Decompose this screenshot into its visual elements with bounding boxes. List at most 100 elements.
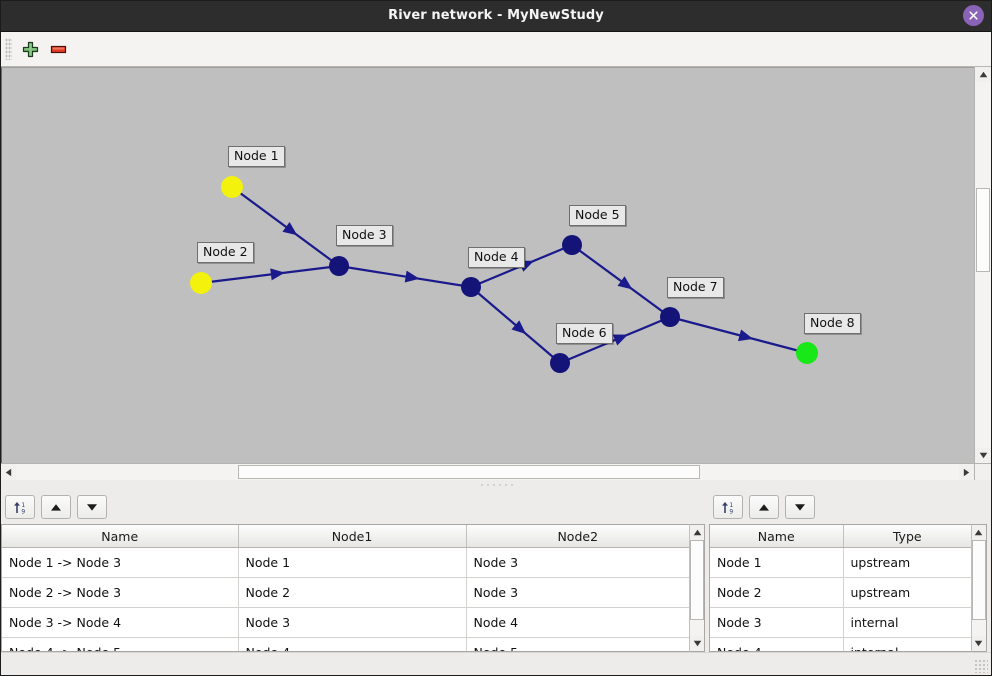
cell-name[interactable]: Node 4 [710,637,844,651]
node-label-node1[interactable]: Node 1 [228,146,285,167]
scroll-thumb[interactable] [971,540,986,620]
node-panel-toolbar: 1 9 [709,490,991,524]
svg-text:1: 1 [21,502,25,509]
scroll-thumb[interactable] [690,540,704,620]
graph-horizontal-scrollbar[interactable] [1,464,974,480]
node-move-down-button[interactable] [785,495,815,519]
cell-name[interactable]: Node 1 -> Node 3 [2,547,239,578]
graph-node-node5[interactable] [562,235,582,255]
node-label-node5[interactable]: Node 5 [569,205,626,226]
graph-node-node3[interactable] [329,256,349,276]
edge-Node3-Node4[interactable] [338,264,472,289]
branch-grid-scrollbar[interactable] [689,524,705,652]
remove-node-button[interactable] [44,36,72,63]
edge-Node1-Node3[interactable] [231,186,340,267]
cell-node2[interactable]: Node 3 [466,547,689,578]
cell-node2[interactable]: Node 4 [466,607,689,638]
scroll-track[interactable] [975,82,991,448]
column-header-name[interactable]: Name [710,525,844,548]
cell-name[interactable]: Node 4 -> Node 5 [2,637,239,651]
graph-vertical-scrollbar[interactable] [974,67,991,463]
network-graph[interactable] [2,68,962,448]
cell-type[interactable]: upstream [843,547,971,578]
graph-node-node2[interactable] [190,272,212,294]
cell-type[interactable]: upstream [843,577,971,608]
pane-splitter[interactable] [1,480,991,490]
network-canvas[interactable]: Node 1 Node 2 Node 3 Node 4 Node 5 Node 6 Node… [1,67,974,463]
edge-Node5-Node7[interactable] [571,244,671,318]
cell-name[interactable]: Node 2 [710,577,844,608]
sort-ascending-icon: 1 9 [721,501,733,515]
cell-node1[interactable]: Node 1 [238,547,467,578]
scroll-left-button[interactable] [1,464,16,480]
node-move-up-button[interactable] [749,495,779,519]
graph-node-node4[interactable] [461,277,481,297]
cell-node1[interactable]: Node 2 [238,577,467,608]
column-header-type[interactable]: Type [843,525,971,548]
cell-name[interactable]: Node 3 [710,607,844,638]
graph-node-node1[interactable] [221,176,243,198]
cell-name[interactable]: Node 1 [710,547,844,578]
cell-node2[interactable]: Node 3 [466,577,689,608]
edge-Node2-Node3[interactable] [200,264,340,285]
close-button[interactable] [963,5,984,26]
scroll-track[interactable] [16,464,959,480]
graph-node-node8[interactable] [796,342,818,364]
scroll-thumb[interactable] [238,465,700,479]
toolbar-drag-handle[interactable] [5,38,12,60]
triangle-up-icon [693,529,701,536]
scroll-up-button[interactable] [972,525,986,540]
node-label-node3[interactable]: Node 3 [336,225,393,246]
branch-move-up-button[interactable] [41,495,71,519]
column-header-name[interactable]: Name [2,525,239,548]
column-header-node1[interactable]: Node1 [238,525,467,548]
node-grid-scrollbar[interactable] [970,524,987,652]
node-label-node2[interactable]: Node 2 [197,242,254,263]
column-header-node2[interactable]: Node2 [466,525,689,548]
cell-node2[interactable]: Node 5 [466,637,689,651]
triangle-up-icon [759,503,769,511]
resize-grip[interactable] [974,659,988,673]
cell-type[interactable]: internal [843,607,971,638]
node-label-node8[interactable]: Node 8 [804,313,861,334]
node-label-node7[interactable]: Node 7 [667,277,724,298]
node-sort-button[interactable]: 1 9 [713,495,743,519]
node-label-node4[interactable]: Node 4 [468,247,525,268]
branch-sort-button[interactable]: 1 9 [5,495,35,519]
cell-node1[interactable]: Node 3 [238,607,467,638]
scroll-track[interactable] [690,540,704,636]
cell-name[interactable]: Node 2 -> Node 3 [2,577,239,608]
scroll-up-button[interactable] [690,525,704,540]
edge-arrow [282,222,298,236]
scroll-down-button[interactable] [975,448,991,463]
graph-node-node7[interactable] [660,307,680,327]
cell-name[interactable]: Node 3 -> Node 4 [2,607,239,638]
scroll-down-button[interactable] [972,636,986,651]
node-row[interactable]: Node 4internal [710,637,971,651]
scroll-thumb[interactable] [976,188,990,272]
scroll-down-button[interactable] [690,636,704,651]
add-node-button[interactable] [16,36,44,63]
branch-move-down-button[interactable] [77,495,107,519]
node-label-node6[interactable]: Node 6 [556,323,613,344]
cell-type[interactable]: internal [843,637,971,651]
scroll-track[interactable] [971,540,986,636]
scroll-up-button[interactable] [975,67,991,82]
graph-node-node6[interactable] [550,353,570,373]
edge-Node7-Node8[interactable] [669,315,808,355]
cell-node1[interactable]: Node 4 [238,637,467,651]
triangle-up-icon [979,71,987,78]
scroll-right-button[interactable] [959,464,974,480]
